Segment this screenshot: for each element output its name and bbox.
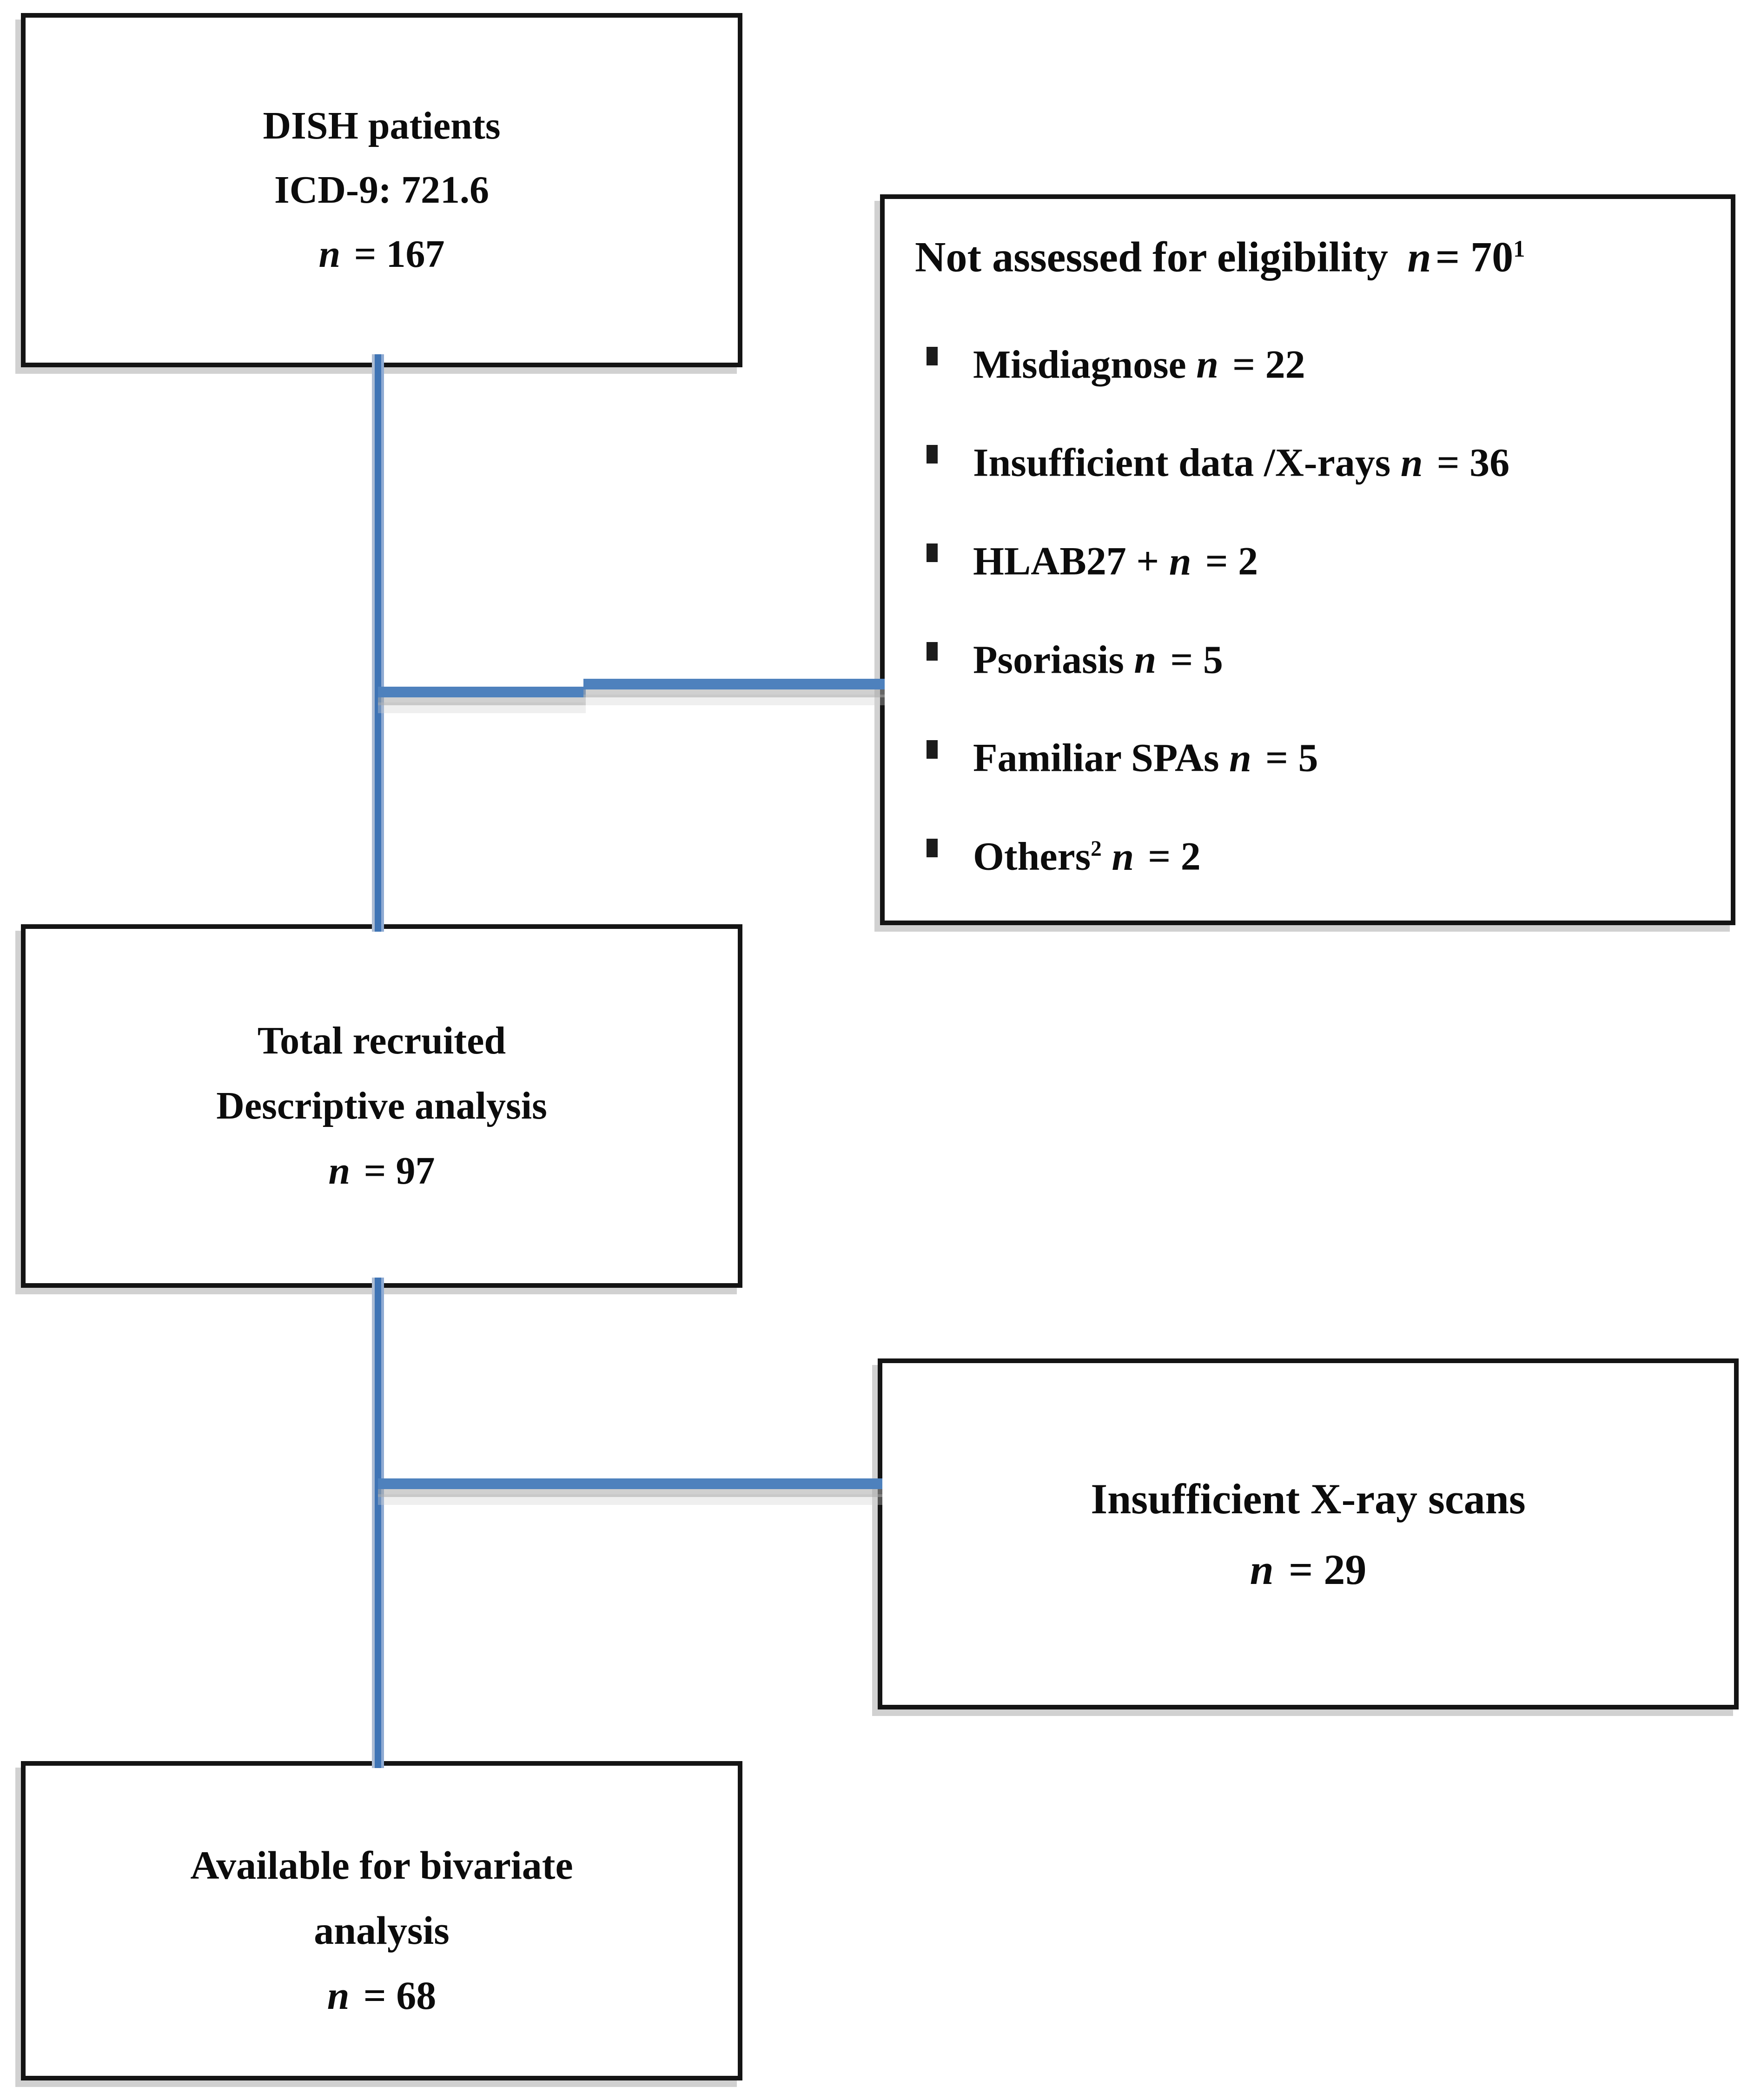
n-symbol: n	[1196, 342, 1219, 387]
n-value: = 97	[354, 1149, 435, 1192]
box-title: Not assessed for eligibility n= 701	[915, 223, 1712, 283]
n-value: = 2	[1195, 538, 1258, 583]
footnote-superscript: 1	[1513, 236, 1525, 262]
n-symbol: n	[328, 1149, 351, 1192]
box-line: analysis	[314, 1908, 450, 1953]
box-line: Total recruited	[257, 1019, 506, 1062]
item-label: Others	[973, 834, 1091, 879]
n-value: = 29	[1277, 1545, 1367, 1593]
n-value: = 2	[1138, 834, 1201, 879]
box-line: Insufficient X-ray scans	[1091, 1475, 1526, 1523]
connector-horizontal-to-insufficient-xray	[378, 1478, 882, 1489]
n-value: = 5	[1160, 637, 1223, 682]
box-line: DISH patients	[263, 104, 501, 147]
n-symbol: n	[1250, 1545, 1274, 1593]
bullet-icon	[927, 838, 938, 857]
n-symbol: n	[1407, 233, 1431, 281]
connector-horizontal-to-not-assessed-left-segment	[378, 687, 586, 697]
exclusion-list: Misdiagnose n = 22 Insufficient data /X-…	[915, 334, 1712, 880]
box-line: Available for bivariate	[190, 1842, 573, 1888]
flowchart-box-bivariate-analysis: Available for bivariate analysis n = 68	[21, 1761, 742, 2080]
box-n-count: n = 167	[319, 222, 445, 286]
item-label: Psoriasis	[973, 637, 1124, 682]
n-symbol: n	[1400, 440, 1423, 485]
bullet-icon	[927, 543, 938, 562]
connector-vertical-dish-to-total	[372, 354, 384, 932]
list-item: HLAB27 + n = 2	[915, 530, 1712, 584]
list-item: Familiar SPAs n = 5	[915, 727, 1712, 781]
box-n-count: n = 68	[327, 1963, 436, 2028]
item-label: Insufficient data /X-rays	[973, 440, 1391, 485]
item-label: HLAB27 +	[973, 538, 1159, 583]
n-value: = 22	[1222, 342, 1305, 387]
n-symbol: n	[1112, 834, 1134, 879]
n-value: = 5	[1255, 735, 1318, 780]
flowchart-box-total-recruited: Total recruited Descriptive analysis n =…	[21, 924, 742, 1288]
n-symbol: n	[1229, 735, 1251, 780]
list-item: Psoriasis n = 5	[915, 629, 1712, 683]
item-label: Misdiagnose	[973, 342, 1186, 387]
footnote-superscript: 2	[1091, 836, 1102, 861]
n-symbol: n	[1169, 538, 1191, 583]
n-symbol: n	[318, 232, 341, 276]
list-item: Insufficient data /X-rays n = 36	[915, 432, 1712, 486]
flowchart-box-dish-patients: DISH patients ICD-9: 721.6 n = 167	[21, 13, 742, 367]
box-line: Descriptive analysis	[216, 1084, 547, 1127]
list-item: Misdiagnose n = 22	[915, 334, 1712, 388]
box-n-count: n = 97	[329, 1139, 435, 1204]
n-value: = 68	[353, 1973, 437, 2018]
flowchart-box-insufficient-xray: Insufficient X-ray scans n = 29	[878, 1358, 1739, 1709]
connector-horizontal-to-not-assessed-right-segment	[583, 679, 885, 689]
bullet-icon	[927, 346, 938, 365]
n-value: = 36	[1427, 440, 1510, 485]
list-item: Others2 n = 2	[915, 826, 1712, 880]
bullet-icon	[927, 642, 938, 661]
box-line: ICD-9: 721.6	[274, 168, 489, 212]
bullet-icon	[927, 740, 938, 759]
box-n-count: n = 29	[1250, 1534, 1367, 1605]
n-symbol: n	[1134, 637, 1157, 682]
bullet-icon	[927, 445, 938, 464]
n-value: = 167	[344, 232, 445, 276]
n-symbol: n	[327, 1973, 350, 2018]
title-text: Not assessed for eligibility	[915, 233, 1388, 281]
n-value: = 70	[1435, 233, 1514, 281]
item-label: Familiar SPAs	[973, 735, 1219, 780]
connector-vertical-total-to-bivariate	[372, 1278, 384, 1768]
